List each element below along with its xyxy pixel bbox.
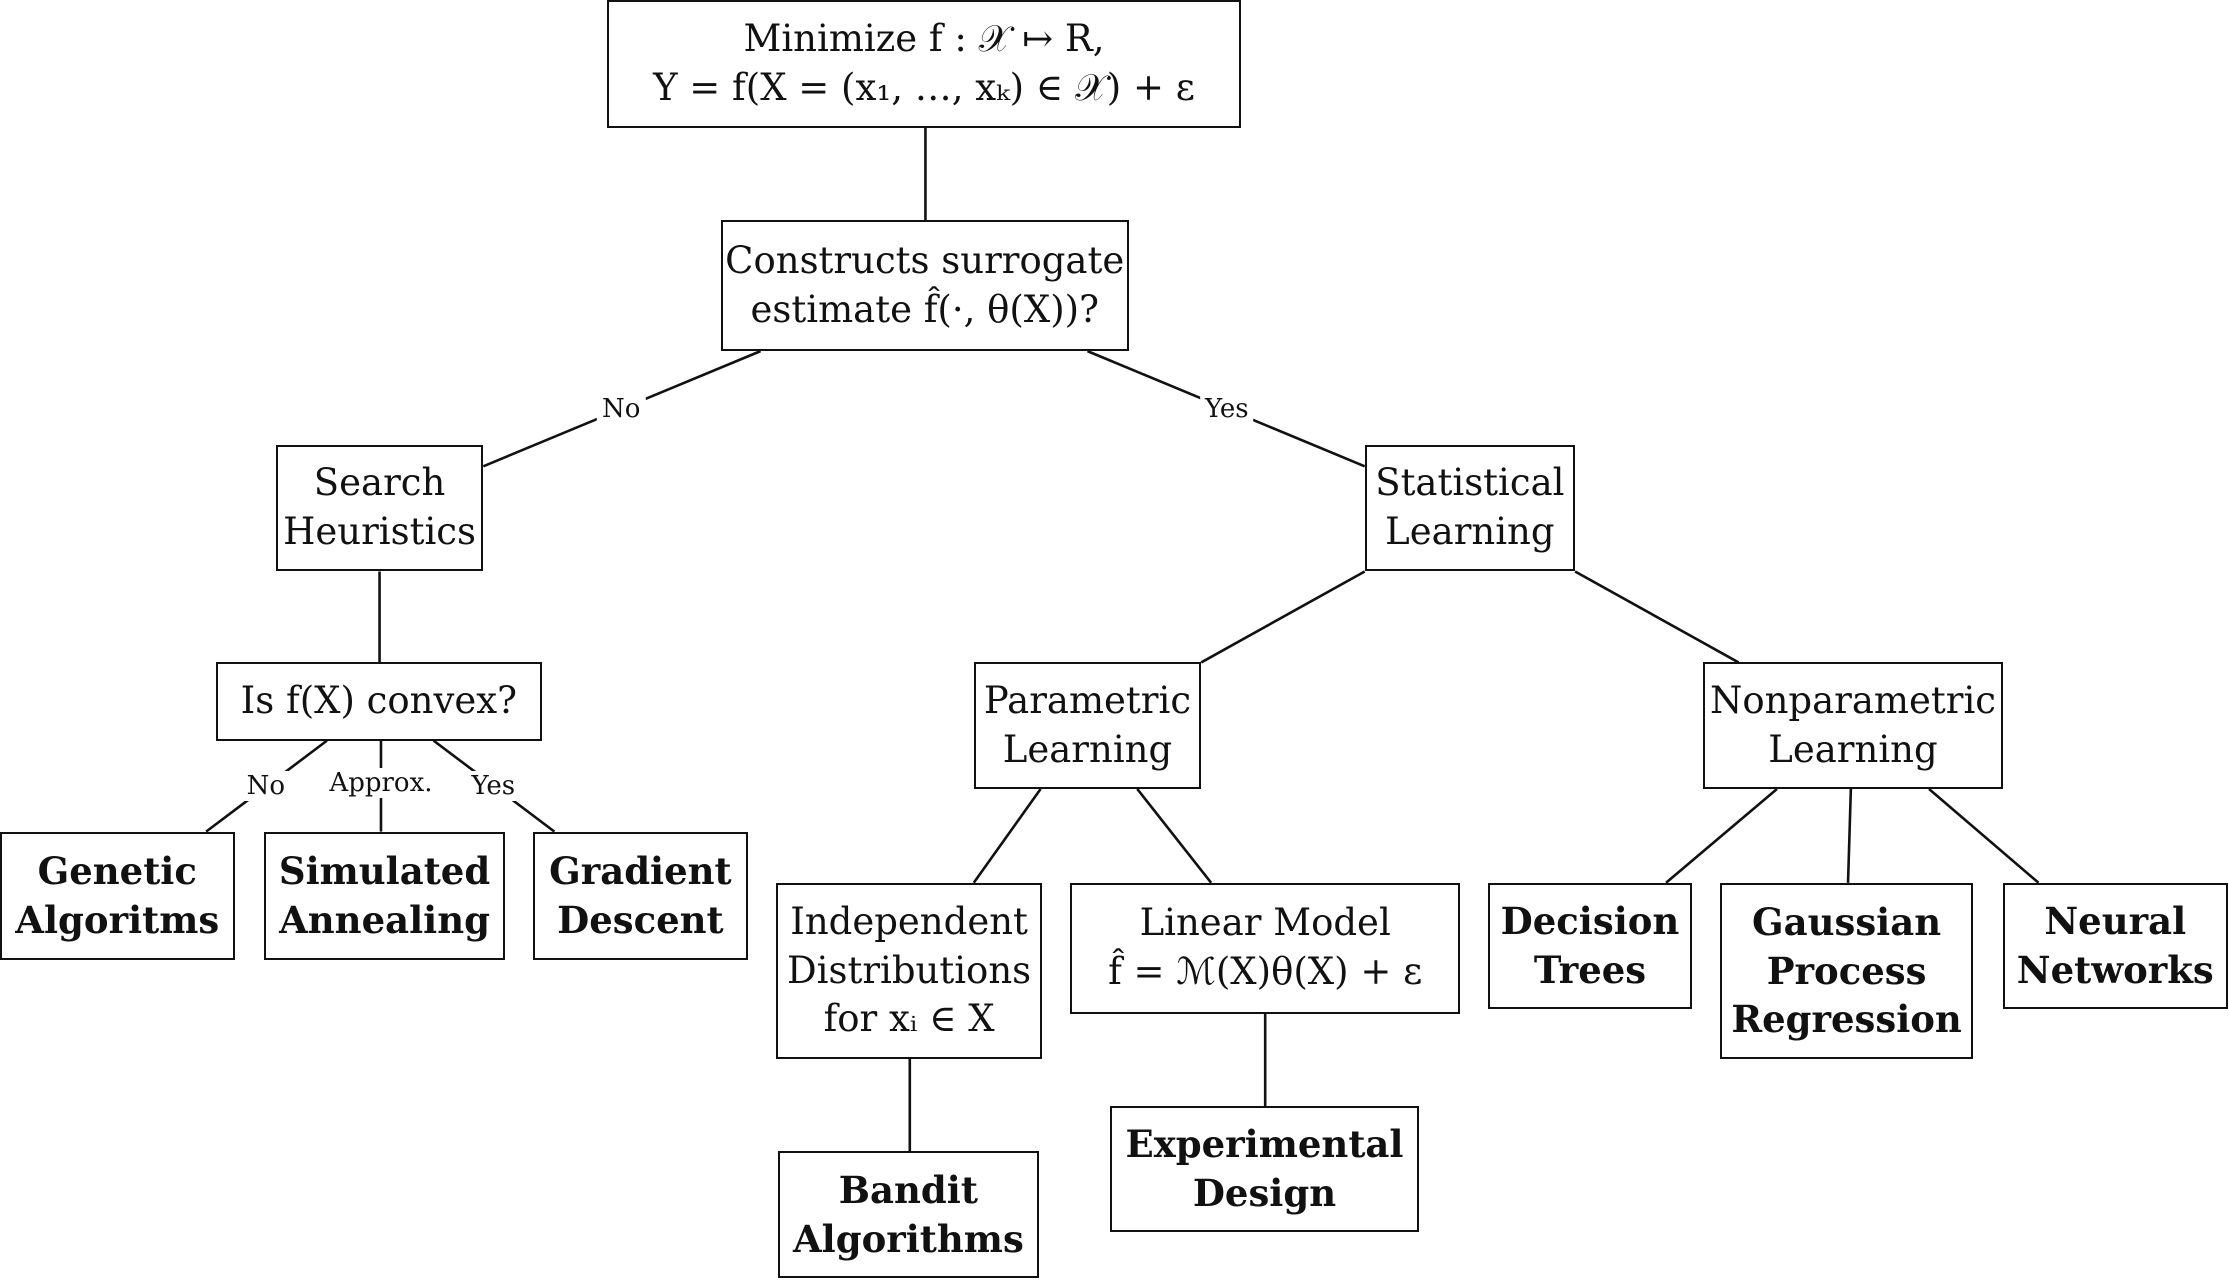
node-line: Gradient xyxy=(549,848,732,893)
leaf-experimental-design: Experimental Design xyxy=(1110,1105,1419,1233)
node-line: Constructs surrogate xyxy=(725,238,1125,282)
node-nonparametric-learning: Nonparametric Learning xyxy=(1703,662,2003,789)
edge-nonparam-neural xyxy=(1928,787,2040,884)
edge-label-yes: Yes xyxy=(1199,394,1254,425)
node-line: Descent xyxy=(557,897,724,942)
node-line: Parametric xyxy=(983,678,1192,722)
edge-label-approx: Approx. xyxy=(324,768,438,799)
node-line: Simulated xyxy=(278,848,491,893)
leaf-genetic-algorithms: Genetic Algoritms xyxy=(0,831,235,960)
node-constructs-surrogate: Constructs surrogate estimate f̂(·, θ(X)… xyxy=(720,220,1129,352)
node-line: Neural xyxy=(2044,899,2187,944)
edge-label-yes-convex: Yes xyxy=(466,771,521,802)
node-line: Y = f(X = (x₁, …, xₖ) ∈ 𝒳) + ε xyxy=(653,65,1195,109)
node-line: Heuristics xyxy=(283,510,477,554)
node-line: Is f(X) convex? xyxy=(240,679,518,723)
node-is-convex: Is f(X) convex? xyxy=(216,662,542,741)
node-line: Bandit xyxy=(838,1167,978,1212)
node-line: Nonparametric xyxy=(1709,678,1997,722)
node-line: Algorithms xyxy=(792,1216,1024,1261)
node-line: Distributions xyxy=(786,948,1032,992)
node-line: for xᵢ ∈ X xyxy=(823,997,995,1041)
node-line: Learning xyxy=(1768,727,1938,771)
node-search-heuristics: Search Heuristics xyxy=(275,444,484,572)
edge-nonparam-decision xyxy=(1665,787,1778,884)
node-line: Independent xyxy=(790,899,1028,943)
node-line: Design xyxy=(1192,1171,1337,1216)
node-line: Algoritms xyxy=(15,897,220,942)
node-line: Statistical xyxy=(1375,461,1565,505)
edge-parametric-linear xyxy=(1136,788,1213,884)
node-line: Search xyxy=(313,461,446,505)
leaf-bandit-algorithms: Bandit Algorithms xyxy=(777,1151,1040,1278)
node-line: Networks xyxy=(2016,948,2214,993)
edge-statistical-nonparam xyxy=(1574,570,1740,664)
edge-label-no-convex: No xyxy=(241,771,291,802)
edge-nonparam-gaussian xyxy=(1846,788,1853,883)
node-line: Process xyxy=(1766,948,1927,993)
edge-parametric-independent xyxy=(972,788,1042,884)
node-line: Annealing xyxy=(279,897,490,942)
node-line: Genetic xyxy=(37,848,197,893)
leaf-neural-networks: Neural Networks xyxy=(2002,882,2228,1010)
node-line: Decision xyxy=(1500,899,1680,944)
node-statistical-learning: Statistical Learning xyxy=(1364,444,1576,572)
edge-statistical-parametric xyxy=(1200,570,1366,664)
node-minimize-objective: Minimize f : 𝒳 ↦ R, Y = f(X = (x₁, …, xₖ… xyxy=(607,0,1241,128)
node-line: estimate f̂(·, θ(X))? xyxy=(750,287,1099,331)
node-line: Trees xyxy=(1533,948,1647,993)
leaf-gaussian-process-regression: Gaussian Process Regression xyxy=(1720,882,1974,1060)
leaf-gradient-descent: Gradient Descent xyxy=(533,831,748,960)
leaf-simulated-annealing: Simulated Annealing xyxy=(264,831,505,960)
node-line: Linear Model xyxy=(1139,901,1391,945)
node-line: Minimize f : 𝒳 ↦ R, xyxy=(743,17,1105,61)
node-line: f̂ = ℳ(X)θ(X) + ε xyxy=(1108,950,1423,994)
node-line: Learning xyxy=(1385,510,1555,554)
node-independent-distributions: Independent Distributions for xᵢ ∈ X xyxy=(776,882,1042,1060)
node-line: Learning xyxy=(1002,727,1173,771)
node-line: Experimental xyxy=(1125,1122,1404,1167)
node-parametric-learning: Parametric Learning xyxy=(973,662,1202,789)
node-line: Gaussian xyxy=(1752,899,1942,944)
edge-label-no: No xyxy=(597,394,646,425)
node-linear-model: Linear Model f̂ = ℳ(X)θ(X) + ε xyxy=(1070,882,1460,1014)
node-line: Regression xyxy=(1731,997,1962,1042)
leaf-decision-trees: Decision Trees xyxy=(1488,882,1692,1010)
